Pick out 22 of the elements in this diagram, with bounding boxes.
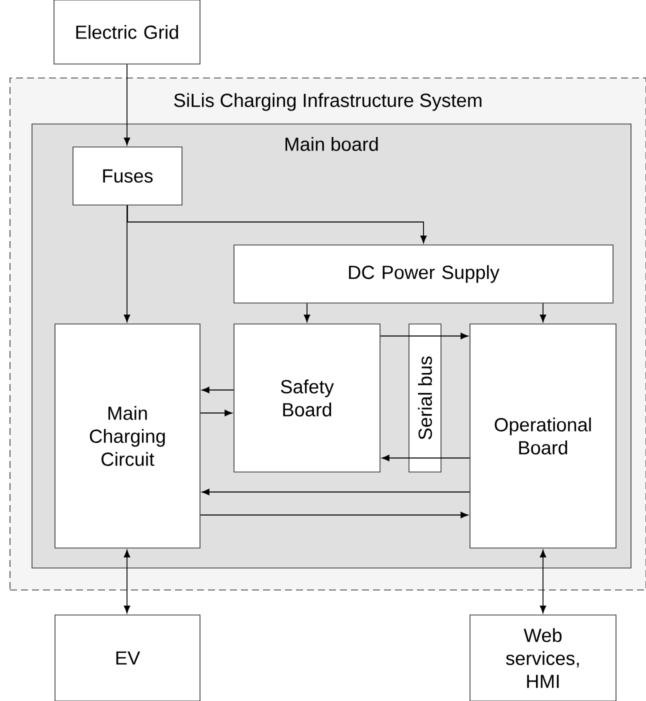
- arrow: [424, 332, 468, 340]
- arrow: [200, 410, 232, 416]
- arrow: [200, 512, 468, 518]
- component-box: Safety Board: [234, 324, 380, 472]
- arrow: [124, 204, 130, 322]
- component-box: Main Charging Circuit: [54, 324, 200, 548]
- component-box: Operational Board: [470, 324, 616, 548]
- arrow: [540, 550, 546, 614]
- arrow: [124, 550, 130, 614]
- arrow: [202, 488, 470, 496]
- bus-box: Serial bus: [408, 324, 442, 472]
- arrow: [382, 454, 426, 462]
- endpoint-box: Web services, HMI: [470, 614, 616, 701]
- component-box: DC Power Supply: [234, 244, 614, 304]
- arrow: [304, 302, 310, 322]
- arrow: [124, 64, 130, 146]
- arrow: [540, 302, 546, 322]
- source-box: Electric Grid: [54, 0, 200, 64]
- endpoint-box: EV: [54, 614, 200, 701]
- arrow: [202, 386, 234, 394]
- arrow: [127, 204, 427, 244]
- component-box: Fuses: [72, 146, 182, 206]
